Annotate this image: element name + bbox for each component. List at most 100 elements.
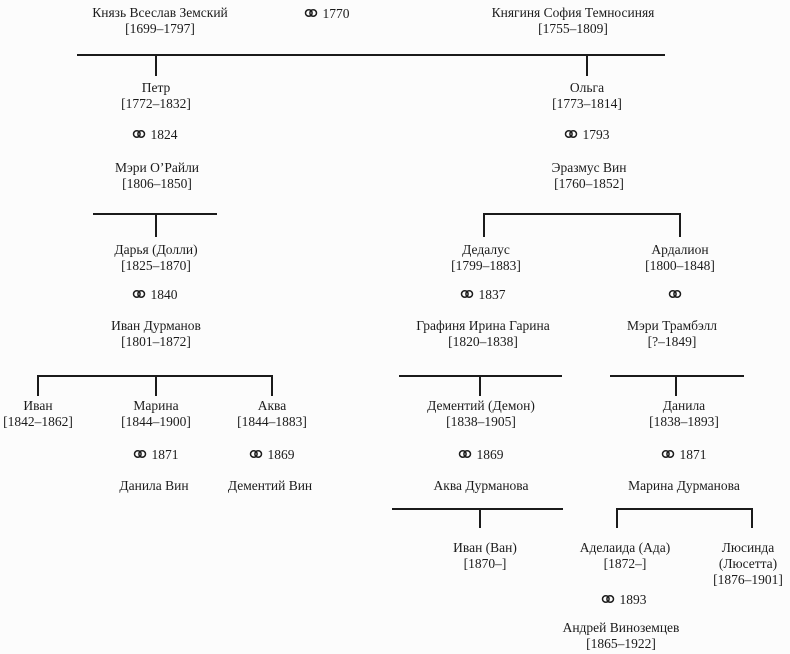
marriage-year: 1840 [150, 286, 178, 302]
person-vseslav-zemskiy: Князь Всеслав Земский[1699–1797] [92, 5, 228, 37]
marriage-darya-ivan: 1840 [132, 286, 178, 302]
person-mary-trumbell: Мэри Трамбэлл[?–1849] [627, 318, 717, 350]
marriage-ada-andrey: 1893 [601, 591, 647, 607]
person-ardalion: Ардалион[1800–1848] [645, 242, 715, 274]
marriage-year: 1871 [679, 446, 707, 462]
person-name: Люсинда [721, 540, 775, 555]
person-name: Эразмус Вин [551, 160, 627, 175]
person-dates: [1842–1862] [3, 414, 73, 429]
person-name: Данила [662, 398, 706, 413]
marriage-year: 1869 [476, 446, 504, 462]
connector-tick [155, 375, 157, 396]
person-dates: [1773–1814] [552, 96, 622, 111]
person-ivan-durmanov: Иван Дурманов[1801–1872] [111, 318, 201, 350]
marriage-rings-icon [601, 592, 615, 607]
person-dates: [1760–1852] [554, 176, 624, 191]
person-name: Князь Всеслав Земский [92, 5, 228, 20]
person-name: Ольга [569, 80, 605, 95]
marriage-year: 1770 [322, 5, 350, 21]
person-marina: Марина[1844–1900] [121, 398, 191, 430]
person-dementiy-demon: Дементий (Демон)[1838–1905] [427, 398, 535, 430]
marriage-ardalion-mary [668, 286, 682, 302]
marriage-rings-icon [132, 287, 146, 302]
person-dedalus: Дедалус[1799–1883] [451, 242, 521, 274]
person-name: Аделаида (Ада) [579, 540, 671, 555]
marriage-rings-icon [460, 287, 474, 302]
person-lucinda-lucette: Люсинда(Люсетта)[1876–1901] [713, 540, 783, 588]
person-name: Петр [141, 80, 171, 95]
person-name: Иван [23, 398, 53, 413]
person-dates: [1806–1850] [122, 176, 192, 191]
marriage-year: 1893 [619, 591, 647, 607]
connector-tick [675, 375, 677, 396]
person-name: Иван (Ван) [453, 540, 517, 555]
marriage-rings-icon [661, 447, 675, 462]
connector-tick [479, 508, 481, 528]
person-dates: [1800–1848] [645, 258, 715, 273]
person-dementiy-vin: Дементий Вин [228, 478, 312, 494]
person-dates: [1872–] [603, 556, 647, 571]
marriage-year: 1837 [478, 286, 506, 302]
person-name: Дарья (Долли) [114, 242, 198, 257]
person-dates: [1699–1797] [125, 21, 195, 36]
person-dates: [1820–1838] [448, 334, 518, 349]
connector-bar [617, 508, 752, 510]
person-dates: [1801–1872] [121, 334, 191, 349]
marriage-marina-danila: 1871 [133, 446, 179, 462]
connector-tick [616, 508, 618, 528]
person-aqua-durmanova: Аква Дурманова [434, 478, 529, 494]
connector-tick [37, 375, 39, 396]
marriage-year: 1793 [582, 126, 610, 142]
connector-tick [483, 213, 485, 237]
marriage-rings-icon [132, 127, 146, 142]
person-mary-oreilly: Мэри О’Райли[1806–1850] [115, 160, 199, 192]
connector-tick [155, 213, 157, 237]
person-marina-durmanova: Марина Дурманова [628, 478, 740, 494]
connector-tick [586, 54, 588, 76]
person-name: Дедалус [462, 242, 510, 257]
person-name: Аква Дурманова [433, 478, 529, 493]
person-ivan-van: Иван (Ван)[1870–] [453, 540, 517, 572]
person-danila: Данила[1838–1893] [649, 398, 719, 430]
marriage-vseslav-sofia: 1770 [304, 5, 350, 21]
person-dates: [1838–1905] [446, 414, 516, 429]
person-irina-garina: Графиня Ирина Гарина[1820–1838] [416, 318, 549, 350]
person-danila-vin: Данила Вин [119, 478, 188, 494]
person-dates: [1865–1922] [586, 636, 656, 651]
person-dates: [1844–1900] [121, 414, 191, 429]
marriage-rings-icon [304, 6, 318, 21]
person-dates: [1825–1870] [121, 258, 191, 273]
person-petr: Петр[1772–1832] [121, 80, 191, 112]
connector-tick [751, 508, 753, 528]
connector-bar [610, 375, 744, 377]
person-name: Андрей Виноземцев [562, 620, 680, 635]
connector-bar [484, 213, 680, 215]
person-aqua: Аква[1844–1883] [237, 398, 307, 430]
person-name: Графиня Ирина Гарина [416, 318, 550, 333]
person-erasmus-veen: Эразмус Вин[1760–1852] [552, 160, 627, 192]
person-dates: [1799–1883] [451, 258, 521, 273]
person-dates: [1772–1832] [121, 96, 191, 111]
connector-bar [77, 54, 665, 56]
connector-bar [392, 508, 563, 510]
person-dates: [1870–] [463, 556, 507, 571]
marriage-danila-marina: 1871 [661, 446, 707, 462]
marriage-dedalus-irina: 1837 [460, 286, 506, 302]
person-name: Иван Дурманов [111, 318, 201, 333]
connector-tick [479, 375, 481, 396]
connector-tick [271, 375, 273, 396]
connector-tick [155, 54, 157, 76]
person-name: Дементий Вин [227, 478, 313, 493]
person-dates: [1838–1893] [649, 414, 719, 429]
person-dates: (Люсетта) [718, 556, 778, 571]
person-name: Мэри Трамбэлл [626, 318, 718, 333]
marriage-demon-aqua: 1869 [458, 446, 504, 462]
person-name: Ардалион [651, 242, 709, 257]
person-dates: [1844–1883] [237, 414, 307, 429]
person-dates: [1876–1901] [713, 572, 783, 587]
marriage-year: 1869 [267, 446, 295, 462]
person-name: Мэри О’Райли [114, 160, 200, 175]
person-dates: [?–1849] [647, 334, 697, 349]
connector-tick [679, 213, 681, 237]
